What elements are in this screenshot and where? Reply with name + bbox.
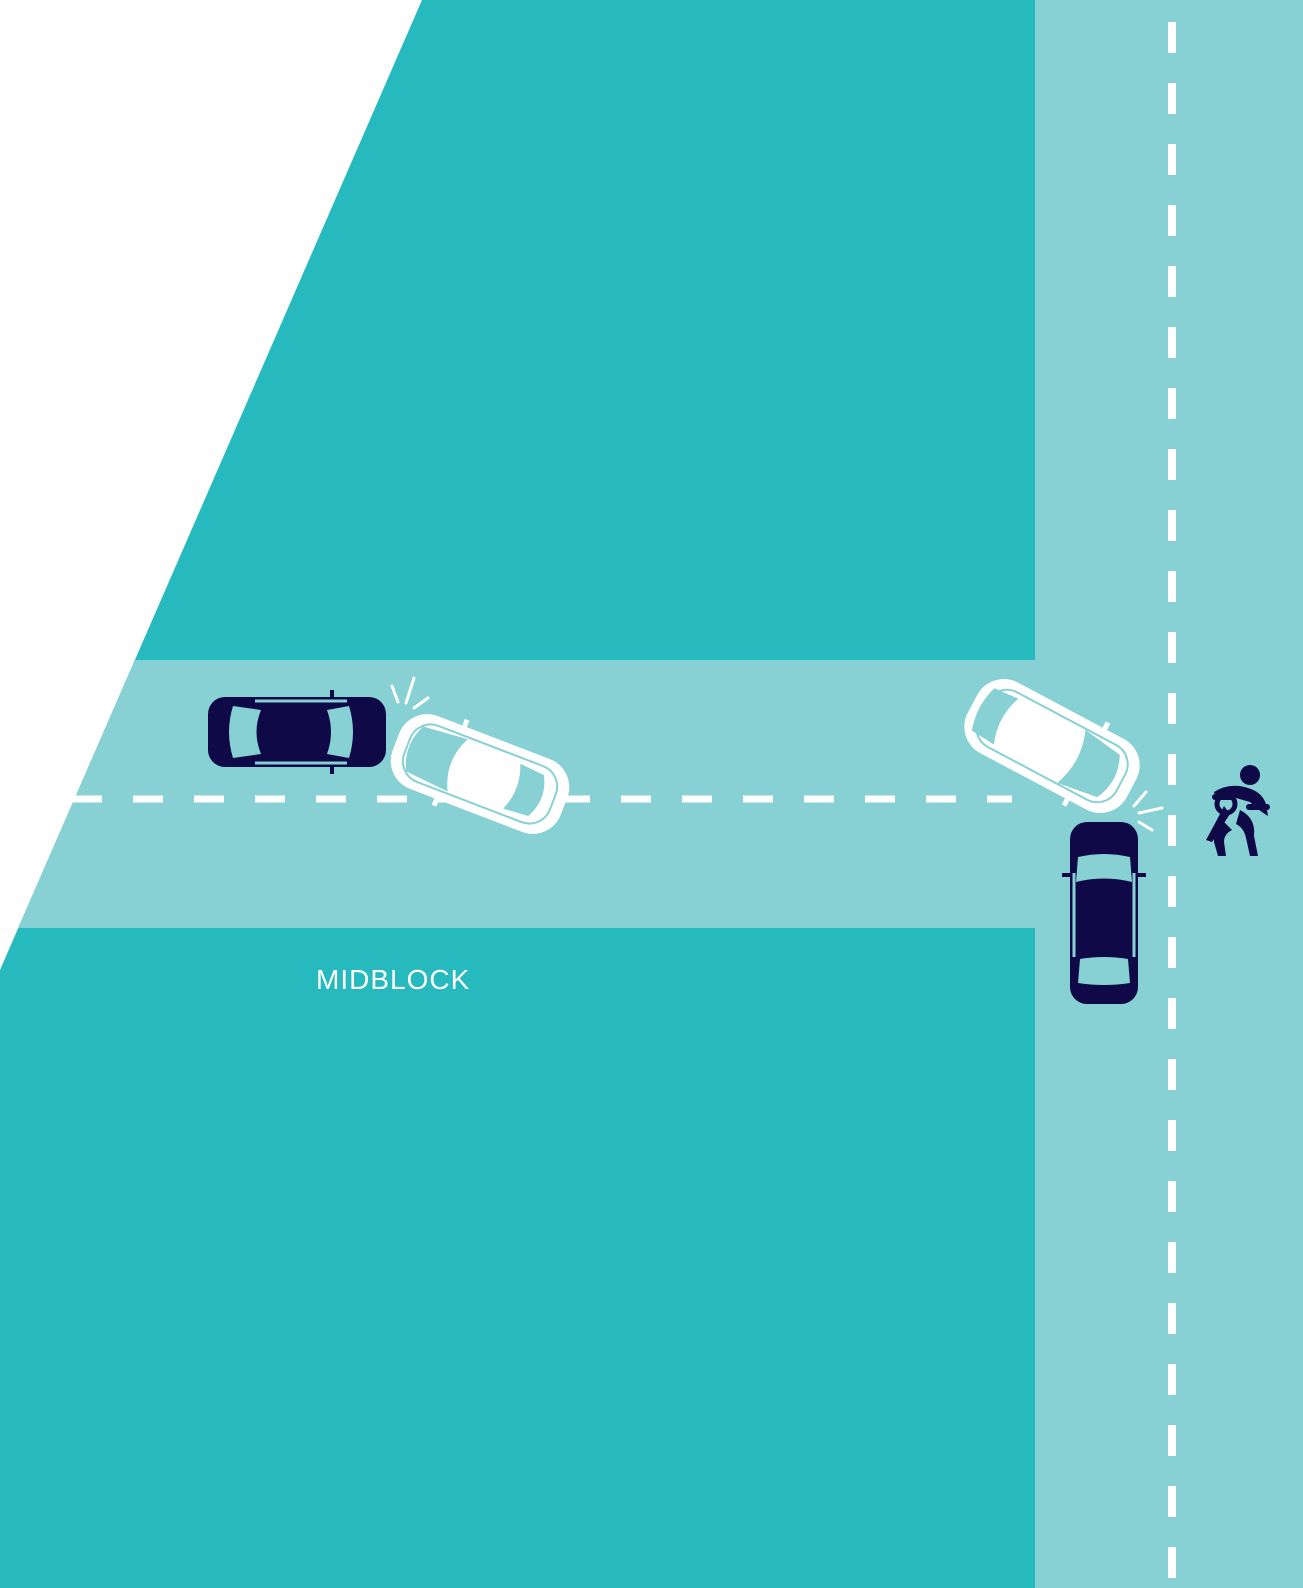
midblock-label: MIDBLOCK xyxy=(316,966,470,994)
dark-car-icon xyxy=(1062,822,1146,1004)
dark-car-icon xyxy=(208,690,386,774)
